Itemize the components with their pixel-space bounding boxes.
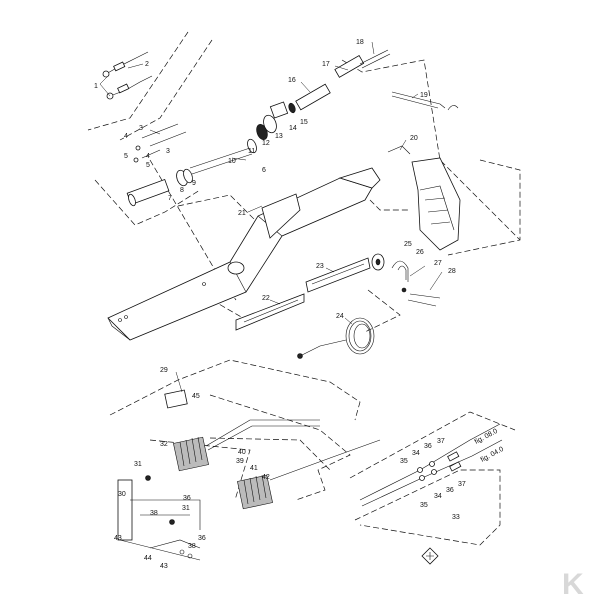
callout-36b: 36 xyxy=(446,487,454,494)
callout-3: 3 xyxy=(139,125,143,132)
callout-11: 11 xyxy=(248,148,255,155)
callout-34b: 34 xyxy=(434,493,442,500)
callout-30: 30 xyxy=(118,491,126,498)
callout-13: 13 xyxy=(275,133,283,140)
callout-6: 6 xyxy=(262,167,266,174)
callout-42: 42 xyxy=(262,474,270,481)
tube-parts xyxy=(295,49,459,111)
callout-35b: 35 xyxy=(420,502,428,509)
callout-4b: 4 xyxy=(146,153,150,160)
callout-40: 40 xyxy=(238,449,246,456)
callout-7: 7 xyxy=(168,195,172,202)
callout-18: 18 xyxy=(356,39,364,46)
callout-16: 16 xyxy=(288,77,296,84)
callout-27: 27 xyxy=(434,260,442,267)
callout-41: 41 xyxy=(250,465,258,472)
callout-17: 17 xyxy=(322,61,330,68)
callout-34: 34 xyxy=(412,450,420,457)
shaft-assembly xyxy=(126,101,296,207)
callout-12: 12 xyxy=(262,140,270,147)
callout-35: 35 xyxy=(400,458,408,465)
callout-36: 36 xyxy=(424,443,432,450)
main-frame-beam xyxy=(107,167,381,341)
callout-19: 19 xyxy=(420,92,428,99)
brand-logo-letter: K xyxy=(562,568,584,600)
callout-31: 31 xyxy=(134,461,142,468)
figure-ref-lower: fig. 04.0 xyxy=(480,446,505,464)
callout-15: 15 xyxy=(300,119,308,126)
callout-37b: 37 xyxy=(458,481,466,488)
callout-4: 4 xyxy=(124,133,128,140)
callout-44: 44 xyxy=(144,555,152,562)
brand-logo: K xyxy=(562,568,584,600)
callout-24: 24 xyxy=(336,313,344,320)
callout-38: 38 xyxy=(150,510,158,517)
callout-20: 20 xyxy=(410,135,418,142)
callout-23: 23 xyxy=(316,263,324,270)
callout-43b: 43 xyxy=(160,563,168,570)
callout-14: 14 xyxy=(289,125,297,132)
cable-coil-24 xyxy=(297,317,375,359)
callout-36d: 36 xyxy=(198,535,206,542)
callout-39: 39 xyxy=(236,458,244,465)
part-1-cable-end xyxy=(102,51,153,100)
figure-ref-upper: fig. 08.0 xyxy=(474,428,499,446)
callout-37: 37 xyxy=(437,438,445,445)
callout-32: 32 xyxy=(160,441,168,448)
callout-3b: 3 xyxy=(166,148,170,155)
callout-8: 8 xyxy=(180,187,184,194)
callout-26: 26 xyxy=(416,249,424,256)
ramp-bracket-20 xyxy=(387,145,461,251)
callout-5b: 5 xyxy=(146,162,150,169)
callout-33: 33 xyxy=(452,514,460,521)
callout-31b: 31 xyxy=(182,505,190,512)
callout-29: 29 xyxy=(160,367,168,374)
clamp-parts xyxy=(391,260,441,307)
callout-9: 9 xyxy=(192,180,196,187)
callout-28: 28 xyxy=(448,268,456,275)
callout-2: 2 xyxy=(145,61,149,68)
warning-symbol-icon xyxy=(421,547,439,565)
callout-21: 21 xyxy=(238,210,246,217)
callout-38b: 38 xyxy=(188,543,196,550)
callout-22: 22 xyxy=(262,295,270,302)
right-cables xyxy=(359,423,503,507)
callout-5: 5 xyxy=(124,153,128,160)
callout-10: 10 xyxy=(228,158,236,165)
rail-parts xyxy=(235,253,385,331)
callout-36c: 36 xyxy=(183,495,191,502)
leader-lines xyxy=(99,41,443,393)
lamp-assembly xyxy=(117,389,381,561)
callout-25: 25 xyxy=(404,241,412,248)
callout-45: 45 xyxy=(192,393,200,400)
callout-1: 1 xyxy=(94,83,98,90)
callout-43: 43 xyxy=(114,535,122,542)
